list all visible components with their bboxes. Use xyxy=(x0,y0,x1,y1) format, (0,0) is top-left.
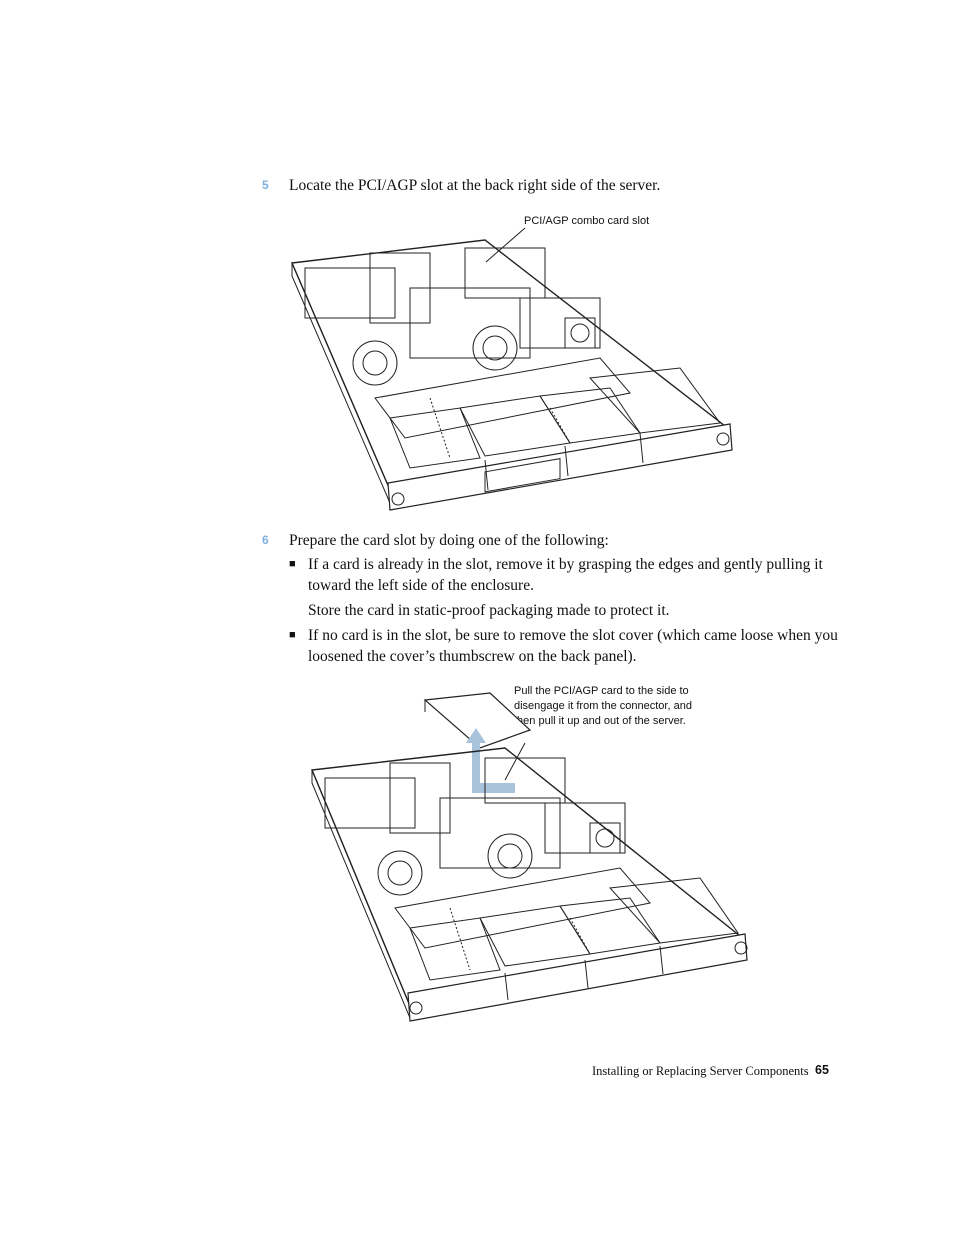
bullet-text: If a card is already in the slot, remove… xyxy=(308,556,823,594)
step-number: 5 xyxy=(262,178,269,192)
pull-up-arrow-icon xyxy=(466,728,515,793)
figure2-callout: Pull the PCI/AGP card to the side to dis… xyxy=(514,684,692,729)
bullet-mark: ■ xyxy=(289,558,296,570)
pci-card xyxy=(423,692,532,749)
callout-line-2: disengage it from the connector, and xyxy=(514,700,692,712)
page-number: 65 xyxy=(815,1063,829,1077)
bullet-note: Store the card in static-proof packaging… xyxy=(308,602,670,619)
server-illustration-2 xyxy=(310,692,748,1022)
step-text: Locate the PCI/AGP slot at the back righ… xyxy=(289,177,661,194)
bullet-mark: ■ xyxy=(289,629,296,641)
figure1-callout: PCI/AGP combo card slot xyxy=(524,215,650,227)
step-number: 6 xyxy=(262,533,269,547)
callout-line-1: Pull the PCI/AGP card to the side to xyxy=(514,685,689,697)
callout-leader-line xyxy=(504,742,526,781)
step-text: Prepare the card slot by doing one of th… xyxy=(289,532,609,549)
footer-section-title: Installing or Replacing Server Component… xyxy=(592,1064,809,1078)
callout-leader-line xyxy=(485,228,526,263)
server-illustration-1 xyxy=(290,228,733,511)
callout-line-3: then pull it up and out of the server. xyxy=(514,715,686,727)
bullet-text: If no card is in the slot, be sure to re… xyxy=(308,627,838,665)
